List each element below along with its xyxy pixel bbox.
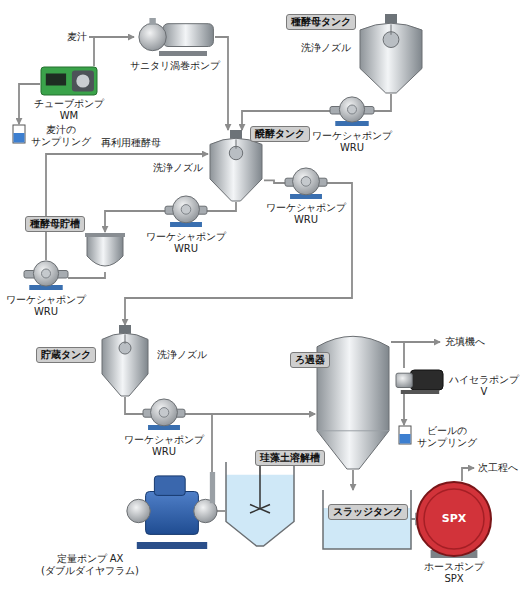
edge-label: 再利用種酵母: [100, 137, 162, 149]
wort-line: [89, 36, 134, 38]
equipment-icon: [398, 425, 412, 445]
equipment-icon: [143, 398, 185, 430]
tank-heading: 醗酵タンク: [250, 126, 310, 142]
equipment-icon: [165, 195, 207, 227]
equipment-icon: [12, 124, 26, 144]
flow-label: 麦汁: [66, 31, 88, 43]
equipment-node: ろ過器: [315, 330, 391, 470]
tank-heading: 種酵母タンク: [286, 14, 356, 30]
equipment-label: 定量ポンプ AX (ダブルダイヤフラム): [40, 553, 140, 576]
sampling-tap-line: [93, 37, 95, 66]
equipment-icon: [24, 260, 68, 290]
equipment-node: 貯蔵タンク洗浄ノズル: [100, 325, 150, 397]
equipment-icon: [358, 14, 424, 94]
equipment-label: ビールの サンプリング: [416, 425, 478, 448]
equipment-node: ワーケシャポンプ WRU: [330, 96, 374, 126]
pipe-line: [207, 202, 236, 211]
equipment-label: ワーケシャポンプ WRU: [123, 434, 205, 457]
equipment-node: 種酵母貯槽: [85, 232, 125, 272]
equipment-icon: [40, 66, 98, 96]
pipe-line: [68, 272, 105, 278]
equipment-icon: [330, 96, 374, 126]
tank-heading: スラッジタンク: [328, 504, 408, 520]
equipment-label: 洗浄ノズル: [300, 42, 352, 54]
equipment-icon: [225, 462, 295, 547]
equipment-node: 種酵母タンク洗浄ノズル: [358, 14, 424, 94]
pump-logo: SPX: [442, 513, 466, 526]
equipment-node: 醗酵タンク洗浄ノズル: [208, 130, 264, 202]
equipment-label: 麦汁の サンプリング: [30, 124, 92, 147]
tank-heading: ろ過器: [290, 352, 330, 368]
equipment-label: チューブポンプ WM: [33, 98, 105, 121]
pipe-line: [403, 394, 405, 425]
equipment-node: 珪藻土溶解槽: [225, 462, 295, 547]
pipe-line: [391, 342, 404, 368]
equipment-node: ワーケシャポンプ WRU: [285, 167, 327, 199]
pipe-line: [374, 94, 391, 111]
equipment-node: スラッジタンク: [322, 490, 412, 550]
equipment-label: ホースポンプ SPX: [423, 561, 485, 584]
equipment-node: ハイセラポンプ V: [396, 368, 444, 394]
tank-heading: 貯蔵タンク: [36, 347, 96, 363]
flow-label: 充填機へ: [444, 336, 486, 348]
equipment-icon: [135, 18, 215, 56]
pipe-line: [215, 37, 228, 130]
tank-heading: 種酵母貯槽: [25, 216, 85, 232]
equipment-icon: [128, 472, 216, 550]
tank-heading: 珪藻土溶解槽: [255, 450, 325, 466]
equipment-node: チューブポンプ WM: [40, 66, 98, 96]
pipe-line: [125, 397, 143, 414]
equipment-node: サニタリ渦巻ポンプ: [135, 18, 215, 56]
equipment-label: ワーケシャポンプ WRU: [5, 294, 87, 317]
pipe-line: [264, 180, 285, 183]
equipment-label: ワーケシャポンプ WRU: [311, 130, 393, 153]
equipment-node: ワーケシャポンプ WRU: [165, 195, 207, 227]
equipment-label: ワーケシャポンプ WRU: [265, 202, 347, 225]
equipment-label: 洗浄ノズル: [156, 349, 208, 361]
equipment-icon: [396, 368, 444, 394]
pipe-line: [352, 470, 354, 490]
equipment-node: 定量ポンプ AX (ダブルダイヤフラム): [128, 472, 216, 550]
equipment-node: SPXホースポンプ SPX: [415, 480, 493, 558]
equipment-icon: [322, 490, 412, 550]
equipment-label: ワーケシャポンプ WRU: [145, 231, 227, 254]
equipment-node: ワーケシャポンプ WRU: [143, 398, 185, 430]
equipment-node: 麦汁の サンプリング: [12, 124, 26, 144]
equipment-icon: [315, 330, 391, 470]
next-process-line: [462, 468, 474, 481]
equipment-node: ワーケシャポンプ WRU: [24, 260, 68, 290]
equipment-node: ビールの サンプリング: [398, 425, 412, 445]
pipe-line: [105, 211, 165, 232]
pipe-line: [125, 183, 352, 325]
equipment-label: サニタリ渦巻ポンプ: [129, 60, 221, 72]
flow-label: 次工程へ: [477, 462, 519, 474]
equipment-label: 洗浄ノズル: [152, 162, 204, 174]
equipment-icon: [285, 167, 327, 199]
equipment-icon: [85, 232, 125, 272]
pipe-line: [412, 519, 415, 520]
equipment-icon: [100, 325, 150, 397]
equipment-label: ハイセラポンプ V: [448, 374, 520, 397]
